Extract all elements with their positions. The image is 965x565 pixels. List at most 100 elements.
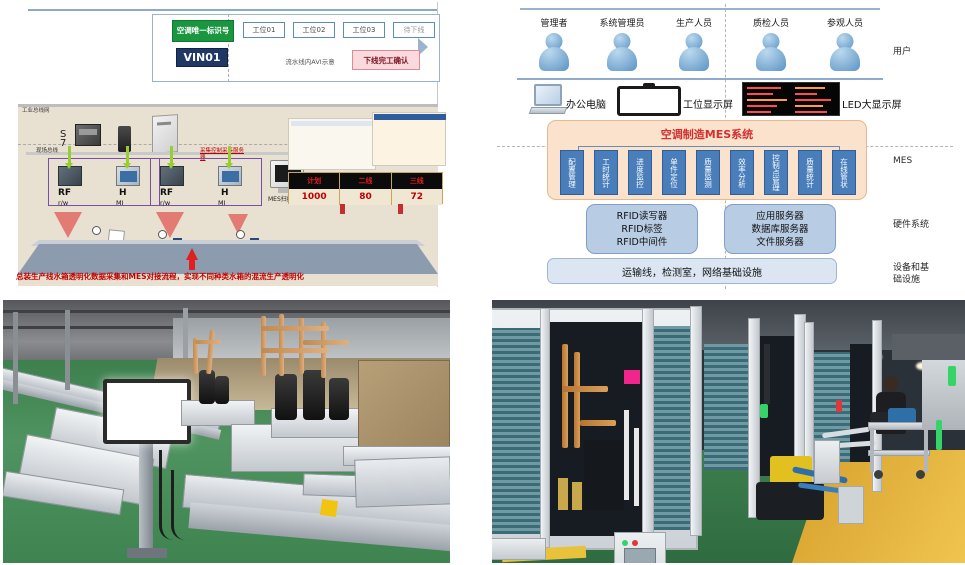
wall-monitor-icon xyxy=(617,86,681,116)
mes-module-1[interactable]: 配置管理 xyxy=(560,150,584,195)
hmi-module-icon-1 xyxy=(116,166,140,186)
screen-thumbnail-1 xyxy=(288,118,376,170)
mes-module-8[interactable]: 质量统计 xyxy=(798,150,822,195)
server-line-1: 应用服务器 xyxy=(756,210,804,222)
server-tower-icon xyxy=(152,114,178,154)
tier-label-infra-line1: 设备和基 xyxy=(893,263,930,273)
led-value-cell-1: 1000 xyxy=(289,189,341,205)
avi-note-label: 流水线内AVI示意 xyxy=(285,58,335,66)
hmi-module-icon-2 xyxy=(218,166,242,186)
user-label-4: 质检人员 xyxy=(752,19,789,29)
mes-module-6[interactable]: 效率分析 xyxy=(730,150,754,195)
rfid-line-3: RFID中间件 xyxy=(616,236,668,248)
mes-module-list: 配置管理 工时统计 进度监控 单件定位 质量监测 效率分析 控制点管理 质量统计… xyxy=(560,150,856,196)
top-left-diagram-panel: 空调唯一标识号 VIN01 工位01 工位02 工位03 待下线 流水线内AVI… xyxy=(0,0,450,292)
screen-thumbnail-2 xyxy=(372,112,446,166)
unique-id-tag: 空调唯一标识号 xyxy=(172,20,234,42)
factory-photo-outdoor-unit-line xyxy=(492,300,965,563)
mes-module-2[interactable]: 工时统计 xyxy=(594,150,618,195)
diagram-caption: 总装生产线水箱透明化数据采集和MES对接流程，实现不同种类水箱的混流生产透明化 xyxy=(16,272,304,281)
mes-module-9[interactable]: 在线管状 xyxy=(832,150,856,195)
rf-sub-1: r/w xyxy=(58,199,69,207)
workshop-label: 工业总线网 xyxy=(22,108,50,114)
tier-label-infrastructure: 设备和基 础设施 xyxy=(893,262,929,286)
worker-head-2 xyxy=(158,230,167,239)
mes-module-bracket xyxy=(578,146,840,153)
avi-dashed-divider xyxy=(228,14,229,82)
vin-tag: VIN01 xyxy=(176,48,228,67)
h-label-1: H xyxy=(119,188,127,198)
mes-system-box: 空调制造MES系统 配置管理 工时统计 进度监控 单件定位 质量监测 效率分析 … xyxy=(547,120,867,200)
user-label-2: 系统管理员 xyxy=(599,19,645,29)
mes-module-5[interactable]: 质量监测 xyxy=(696,150,720,195)
factory-photo-assembly-line xyxy=(3,300,450,563)
offline-confirm-box: 下线完工确认 xyxy=(352,50,420,70)
user-label-5: 参观人员 xyxy=(826,19,863,29)
led-stand-1 xyxy=(340,204,345,214)
terminal-base xyxy=(278,188,296,193)
led-header-cell-3: 三线 xyxy=(409,177,424,185)
device-label-station-screen: 工位显示屏 xyxy=(683,100,733,111)
rf-label-1: RF xyxy=(58,188,72,198)
tier-label-user: 用户 xyxy=(893,47,912,57)
floor-plane xyxy=(18,244,438,274)
mes-module-7[interactable]: 控制点管理 xyxy=(764,150,788,195)
green-arrow-1 xyxy=(65,146,73,169)
user-tier-rule xyxy=(517,78,883,80)
user-label-1: 管理者 xyxy=(540,19,568,29)
rfid-reader-icon-1 xyxy=(58,166,82,186)
h-label-2: H xyxy=(221,188,229,198)
top-rule xyxy=(28,9,438,11)
led-header-cell-1: 计划 xyxy=(289,173,341,189)
floor-edge xyxy=(30,240,426,246)
server-line-3: 文件服务器 xyxy=(756,236,804,248)
station-box-3: 工位03 xyxy=(343,22,385,38)
user-manager: 管理者 xyxy=(515,16,593,75)
led-value-cell-2: 80 xyxy=(340,189,392,205)
station-box-4: 待下线 xyxy=(393,22,435,38)
h-sub-2: MI xyxy=(218,199,226,207)
led-header-row: 计划 二线 三线 xyxy=(289,173,442,189)
architecture-top-rule xyxy=(520,8,880,10)
hardware-box-servers: 应用服务器 数据库服务器 文件服务器 xyxy=(724,204,836,254)
mes-terminal-label: MES扫描终端 xyxy=(268,196,305,203)
rfid-line-2: RFID标签 xyxy=(621,223,663,235)
flow-arrow-icon xyxy=(418,38,428,56)
user-quality: 质检人员 xyxy=(732,16,810,75)
reader-group-2 xyxy=(150,158,262,206)
mes-module-3[interactable]: 进度监控 xyxy=(628,150,652,195)
rf-label-2: RF xyxy=(160,188,174,198)
worker-head-3 xyxy=(236,230,245,239)
tier-label-infra-line2: 础设施 xyxy=(893,275,921,285)
desktop-computer-icon xyxy=(528,84,568,116)
person-icon-4 xyxy=(732,31,810,75)
scene-dash-line xyxy=(18,144,438,145)
device-label-office-pc: 办公电脑 xyxy=(566,100,606,111)
rfid-line-1: RFID读写器 xyxy=(616,210,668,222)
worker-head-1 xyxy=(92,226,101,235)
tier-label-hardware: 硬件系统 xyxy=(893,220,930,230)
hardware-box-rfid: RFID读写器 RFID标签 RFID中间件 xyxy=(586,204,698,254)
fieldbus-label: 现场总线 xyxy=(36,148,59,154)
green-arrow-3 xyxy=(167,146,175,169)
rfid-reader-icon-2 xyxy=(160,166,184,186)
green-arrow-2 xyxy=(123,146,131,169)
led-status-board: 计划 二线 三线 1000 80 72 xyxy=(288,172,443,205)
person-icon-1 xyxy=(515,31,593,75)
station-box-2: 工位02 xyxy=(293,22,335,38)
mes-module-4[interactable]: 单件定位 xyxy=(662,150,686,195)
user-visitor: 参观人员 xyxy=(806,16,884,75)
server-line-2: 数据库服务器 xyxy=(751,223,809,235)
led-value-cell-3: 72 xyxy=(410,192,424,202)
plc-device-icon xyxy=(75,124,101,146)
person-icon-2 xyxy=(583,31,661,75)
device-label-led-screen: LED大显示屏 xyxy=(842,100,902,111)
person-icon-5 xyxy=(806,31,884,75)
rf-wave-icon-1 xyxy=(54,212,82,238)
rf-wave-icon-3 xyxy=(228,214,248,234)
rf-sub-2: r/w xyxy=(160,199,171,207)
user-label-3: 生产人员 xyxy=(675,19,712,29)
fieldbus-line xyxy=(26,152,326,155)
user-production: 生产人员 xyxy=(655,16,733,75)
